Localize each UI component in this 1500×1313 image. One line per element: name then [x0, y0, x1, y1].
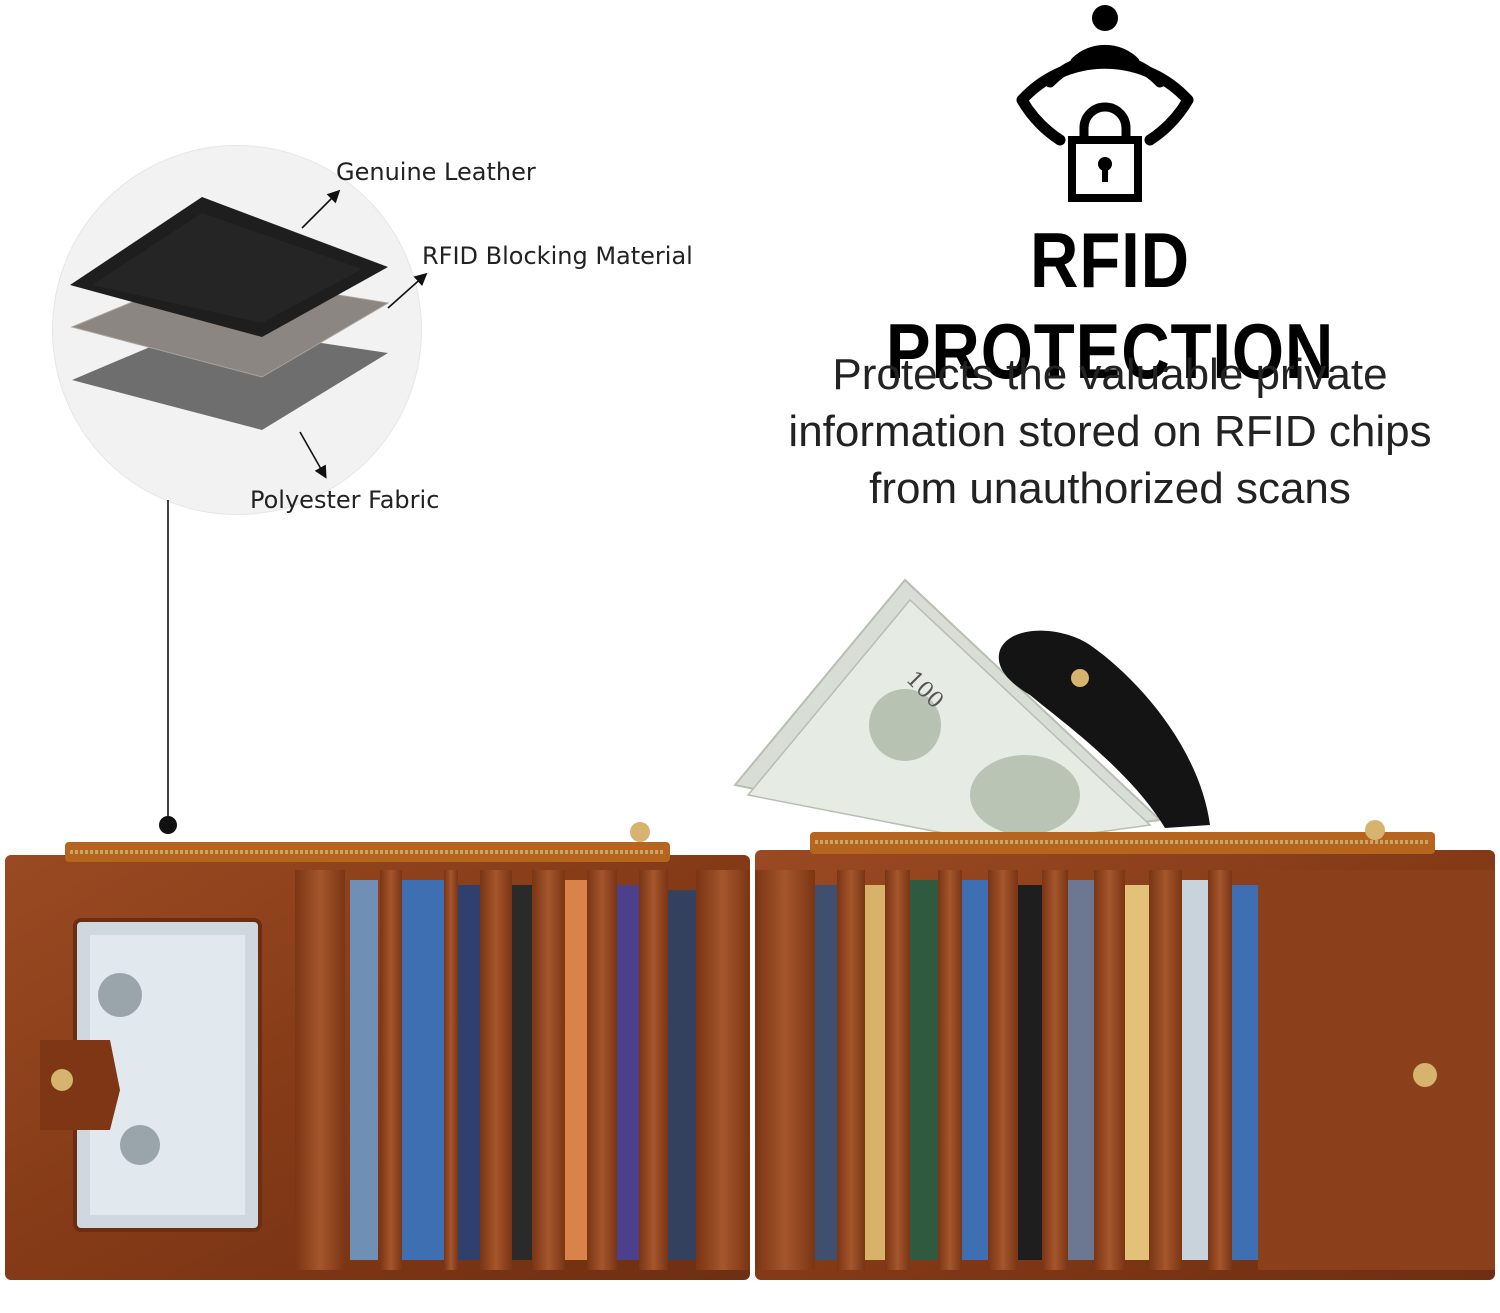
snap-button [1413, 1063, 1437, 1087]
material-layers-illustration [70, 197, 390, 430]
page-title: RFID PROTECTION [885, 216, 1335, 395]
description-line: from unauthorized scans [869, 464, 1351, 513]
polyester-fabric-label: Polyester Fabric [250, 486, 440, 514]
material-layers-circle [52, 145, 422, 515]
wallet-photo: 100 [5, 578, 1495, 1280]
card-slots-right [755, 870, 1495, 1270]
rfid-blocking-label: RFID Blocking Material [422, 242, 693, 270]
snap-button [1071, 669, 1089, 687]
wireless-lock-icon [1016, 5, 1194, 202]
coin-pouch-flap [998, 630, 1210, 828]
genuine-leather-label: Genuine Leather [336, 158, 536, 186]
description-line: information stored on RFID chips [788, 407, 1432, 456]
polyester-layer [72, 325, 388, 430]
wallet-body [5, 820, 1495, 1280]
description-line: Protects the valuable private [832, 350, 1388, 399]
card-slots-left [295, 870, 750, 1270]
snap-button [51, 1069, 73, 1091]
